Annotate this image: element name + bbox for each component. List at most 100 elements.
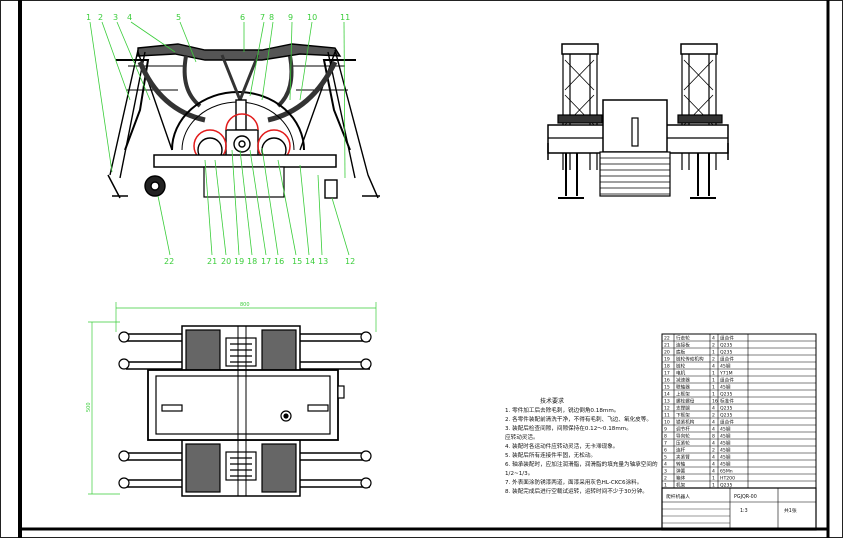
drawing-scale: 1:3 [740,508,748,514]
part-number-9: 9 [288,13,293,22]
part-number-10: 10 [307,13,317,22]
bom-cell-material: Q235 [720,413,732,419]
bom-cell-qty: 4 [712,469,715,475]
bom-cell-no: 22 [664,336,670,342]
bom-cell-qty: 8 [712,434,715,440]
bom-cell-qty: 4 [712,455,715,461]
part-number-14: 14 [305,257,315,266]
drawing-name: 爬杆机器人 [666,493,690,500]
note-3: 3. 装配后检查间隙，间隙保持在0.12～0.18mm。 [505,424,632,432]
leader-lines-top [89,21,346,179]
part-number-2: 2 [98,13,103,22]
part-number-1: 1 [86,13,91,22]
bom-cell-qty: 4 [712,462,715,468]
note-7: 7. 外表面涂防锈漆两道，面漆采用灰色HL-CKC6涂料。 [505,478,642,486]
bom-cell-name: 联轴器 [676,384,690,391]
part-number-12: 12 [345,257,355,266]
bom-cell-qty: 1 [712,392,715,398]
part-number-8: 8 [269,13,274,22]
bom-cell-material: 45钢 [720,447,731,454]
bom-cell-no: 8 [664,434,667,440]
bom-cell-qty: 4 [712,406,715,412]
bom-cell-no: 10 [664,420,670,426]
bom-cell-no: 13 [664,399,670,405]
bom-cell-no: 11 [664,413,670,419]
bom-cell-qty: 16 [712,399,718,405]
bom-cell-no: 1 [664,483,667,489]
part-number-16: 16 [274,257,284,266]
leader-lines-bottom [157,147,350,256]
bom-cell-material: Q235 [720,406,732,412]
bom-cell-name: 箱体 [676,475,686,482]
plan-dimensions [88,302,377,495]
bom-cell-material: 45钢 [720,461,731,468]
bom-cell-qty: 1 [712,371,715,377]
note-6-cont: 1/2~1/3。 [505,471,533,477]
part-number-6: 6 [240,13,245,22]
dimension-height: 500 [86,402,92,412]
bom-cell-no: 16 [664,378,670,384]
note-3-cont: 应转动灵活。 [505,433,539,441]
sheet-count: 共1张 [784,507,797,514]
bom-cell-qty: 2 [712,343,715,349]
bom-cell-qty: 2 [712,448,715,454]
bom-cell-no: 7 [664,441,667,447]
drawing-number: PGJQR-00 [734,494,757,500]
bom-cell-name: 底板 [676,349,686,356]
bom-cell-qty: 4 [712,336,715,342]
bom-cell-no: 9 [664,427,667,433]
bom-cell-name: 连接板 [676,342,690,349]
bom-cell-qty: 1 [712,476,715,482]
bom-cell-name: 减速器 [676,377,690,384]
bom-cell-material: 45钢 [720,440,731,447]
bom-cell-qty: 4 [712,364,715,370]
bom-cell-name: 下框架 [676,412,690,419]
bom-cell-qty: 1 [712,385,715,391]
part-number-3: 3 [113,13,118,22]
part-number-4: 4 [127,13,132,22]
bom-cell-material: 45钢 [720,454,731,461]
bom-cell-material: Q235 [720,350,732,356]
bom-cell-name: 连杆 [676,447,686,454]
bom-cell-name: 夹紧臂 [676,454,690,461]
technical-notes: 技术要求 1. 零件加工后去除毛刺，锐边倒角0.18mm。 2. 各零件装配前清… [505,397,658,495]
bom-cell-qty: 4 [712,420,715,426]
part-number-18: 18 [247,257,257,266]
part-number-15: 15 [292,257,302,266]
bom-cell-name: 上框架 [676,391,690,398]
bom-cell-material: 45钢 [720,426,731,433]
part-number-7: 7 [260,13,265,22]
bom-cell-name: 支撑腿 [676,405,690,412]
note-8: 8. 装配完成后进行空载试运转，运转时间不少于30分钟。 [505,487,648,495]
bom-cell-qty: 4 [712,427,715,433]
title-block: 爬杆机器人 PGJQR-00 1:3 共1张 [661,487,817,531]
bom-cell-material: 组合件 [720,419,734,426]
bom-cell-material: Q235 [720,483,732,489]
bom-cell-name: 导向轮 [676,433,690,440]
bom-cell-no: 5 [664,455,667,461]
part-number-11: 11 [340,13,350,22]
notes-title: 技术要求 [540,397,564,405]
part-number-13: 13 [318,257,328,266]
bom-cell-qty: 1 [712,378,715,384]
bom-cell-material: Q235 [720,343,732,349]
part-numbers-bottom: 22 21 20 19 18 17 16 15 14 13 12 [164,257,355,266]
dimension-width: 800 [240,302,250,308]
part-numbers-top: 1 2 3 4 5 6 7 8 9 10 11 [86,13,350,22]
bom-cell-material: 45钢 [720,363,731,370]
bom-cell-material: 65Mn [720,469,733,475]
bom-cell-name: 锁紧机构 [676,419,695,426]
bom-cell-no: 14 [664,392,670,398]
bom-cell-no: 3 [664,469,667,475]
bom-cell-material: Y71M [719,371,733,377]
bom-cell-name: 弹簧 [676,468,686,475]
part-number-5: 5 [176,13,181,22]
part-number-19: 19 [234,257,244,266]
part-number-21: 21 [207,257,217,266]
bom-cell-no: 6 [664,448,667,454]
bom-cell-no: 2 [664,476,667,482]
bom-cell-material: 45钢 [720,384,731,391]
